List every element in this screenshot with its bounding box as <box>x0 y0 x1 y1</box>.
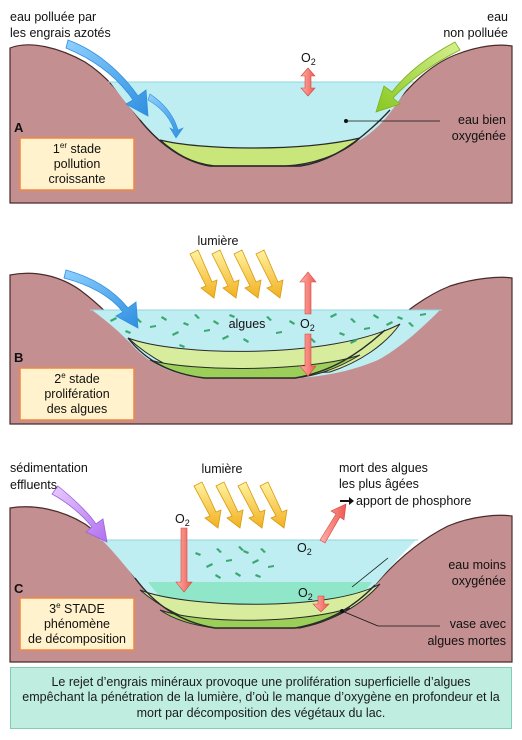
panel-c-letter: C <box>14 581 24 596</box>
panel-c-o2-label-bottom: O2 <box>298 586 313 602</box>
panel-a-letter: A <box>14 120 24 135</box>
panel-c-o2-label-mid: O2 <box>297 541 312 557</box>
panel-c-stage-line2: phénomène <box>44 617 110 631</box>
panel-b-letter: B <box>14 350 23 365</box>
mud-label-2: algues mortes <box>427 634 506 648</box>
panel-b-light-label: lumière <box>198 234 239 248</box>
caption-text: Le rejet d’engrais minéraux provoque une… <box>22 674 500 720</box>
panel-b-light-arrows <box>189 249 284 299</box>
panel-a: O2 eau bien oxygénée eau polluée par les… <box>9 10 513 204</box>
oxygenated-label-2: oxygénée <box>452 129 506 143</box>
sediment-label-2: effluents <box>10 478 57 492</box>
panel-b-stage-box <box>19 367 135 421</box>
panel-c-light-arrows <box>193 481 288 529</box>
panel-b: lumière O2 algues B 2e stade proliférati… <box>9 234 513 425</box>
panel-c-o2-diagonal-arrow <box>319 503 347 544</box>
mud-label: vase avec <box>450 617 506 631</box>
oxygenated-label: eau bien <box>458 113 506 127</box>
algae-label: algues <box>229 317 266 331</box>
panel-c-o2-down-arrow <box>175 527 193 593</box>
polluted-water-label-2: les engrais azotés <box>10 26 111 40</box>
panel-a-stage-box <box>19 137 135 191</box>
dead-algae-label: mort des algues <box>339 461 428 475</box>
panel-b-algae <box>110 313 426 348</box>
panel-b-o2-label: O2 <box>300 317 315 333</box>
clean-water-label-2: non polluée <box>443 26 508 40</box>
panel-a-stage-title: 1er stade <box>53 141 101 156</box>
panel-b-stage-line2: prolifération <box>44 387 109 401</box>
panel-a-o2-label: O2 <box>301 51 316 67</box>
phosphorus-label: apport de phosphore <box>356 494 471 508</box>
panel-b-polluted-arrow <box>63 269 139 329</box>
dead-algae-label-2: les plus âgées <box>339 477 419 491</box>
panel-b-stage-title: 2e stade <box>54 371 100 386</box>
panel-b-o2-down-arrow <box>299 333 317 377</box>
panel-c-mud-lower <box>159 607 351 629</box>
panel-c: lumière O2 O2 O2 sédimentation effluents… <box>9 461 513 663</box>
less-oxygen-label: eau moins <box>448 558 506 572</box>
panel-b-o2-up-arrow <box>299 271 317 315</box>
panel-c-stage-box <box>19 597 135 651</box>
polluted-water-small-arrow <box>147 93 184 139</box>
panel-a-stage-line3: croissante <box>49 172 106 186</box>
panel-c-light-label: lumière <box>202 462 243 476</box>
polluted-water-label: eau polluée par <box>10 10 96 24</box>
panel-c-stage-line3: de décomposition <box>28 632 126 646</box>
less-oxygen-label-2: oxygénée <box>452 574 506 588</box>
panel-a-o2-arrow <box>300 67 316 97</box>
panel-c-o2-small-arrow <box>312 595 330 613</box>
polluted-water-arrow <box>65 39 149 117</box>
clean-water-label: eau <box>487 10 508 24</box>
panel-c-algae <box>195 546 274 579</box>
clean-water-arrow <box>375 41 461 113</box>
sediment-arrow <box>51 485 108 543</box>
phosphorus-arrow <box>340 497 354 505</box>
panel-b-stage-line3: des algues <box>47 402 107 416</box>
panel-c-stage-title: 3e STADE <box>49 601 105 616</box>
panel-c-o2-label-top: O2 <box>175 512 190 528</box>
caption: Le rejet d’engrais minéraux provoque une… <box>10 667 512 729</box>
sediment-label: sédimentation <box>10 461 88 475</box>
panel-a-stage-line2: pollution <box>54 157 101 171</box>
